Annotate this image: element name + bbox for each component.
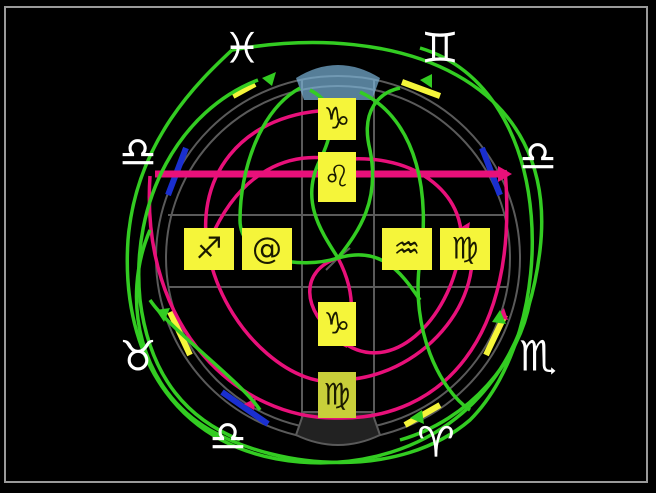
box-bottom-1-glyph: ♑	[324, 307, 351, 342]
box-left-2-glyph: @	[252, 232, 282, 267]
sign-left: ♎	[119, 128, 157, 177]
sign-top-right: ♊	[421, 24, 459, 73]
sign-top-left: ♓	[223, 24, 261, 73]
sign-lower-left: ♉	[119, 332, 157, 381]
box-left-1-glyph: ♐	[196, 232, 223, 267]
sign-bottom-right: ♈	[417, 418, 455, 467]
sign-lower-right: ♏	[519, 332, 557, 381]
box-top-2-glyph: ♌	[324, 160, 351, 195]
sign-right: ♎	[519, 132, 557, 181]
sign-bottom-left: ♎	[209, 412, 247, 461]
green-arrowhead	[262, 72, 276, 86]
box-bottom-2-glyph: ♍	[324, 378, 351, 413]
box-top-1-glyph: ♑	[324, 102, 351, 137]
green-arrowhead	[420, 74, 432, 88]
box-right-1-glyph: ♒	[394, 232, 421, 267]
box-right-2-glyph: ♍	[452, 232, 479, 267]
